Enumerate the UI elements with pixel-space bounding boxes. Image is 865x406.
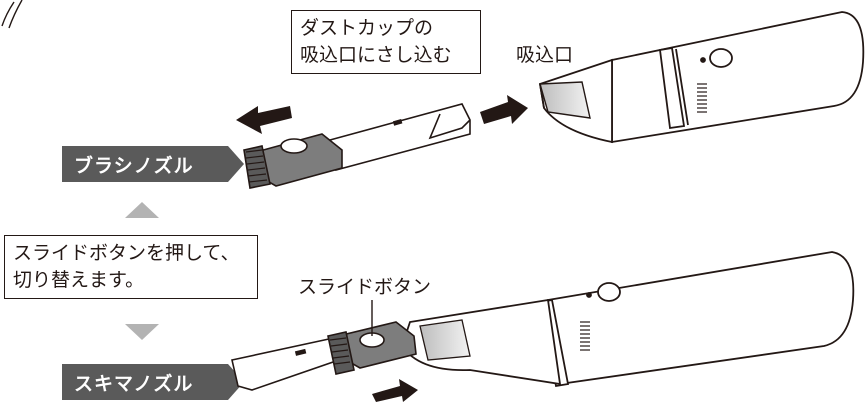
brush-nozzle-tag-bg bbox=[62, 146, 244, 182]
switch-callout-line2: 切り替えます。 bbox=[13, 269, 145, 291]
brush-nozzle-tag: ブラシノズル bbox=[62, 146, 244, 180]
brush-nozzle-assembly bbox=[243, 103, 471, 189]
switch-callout: スライドボタンを押して、 切り替えます。 bbox=[4, 235, 258, 299]
arrow-right-slide-icon bbox=[372, 379, 418, 402]
cleaner-body-top bbox=[538, 11, 865, 144]
intake-label: 吸込口 bbox=[516, 44, 574, 66]
crevice-nozzle-assembly bbox=[231, 321, 417, 391]
cleaner-body-bottom bbox=[401, 251, 855, 388]
switch-callout-line1: スライドボタンを押して、 bbox=[13, 242, 240, 264]
triangle-down-icon bbox=[125, 324, 159, 340]
dust-cup-callout-line2: 吸込口にさし込む bbox=[300, 44, 452, 66]
crevice-nozzle-tag-bg bbox=[62, 364, 244, 400]
crevice-nozzle-tag-text: スキマノズル bbox=[74, 373, 194, 395]
grille-bottom bbox=[580, 321, 590, 351]
corner-mark bbox=[1, 0, 23, 29]
arrow-left-pull-icon bbox=[236, 106, 292, 134]
dust-cup-callout: ダストカップの 吸込口にさし込む bbox=[291, 10, 481, 74]
arrow-right-insert-icon bbox=[480, 95, 528, 124]
brush-nozzle-tag-text: ブラシノズル bbox=[74, 155, 194, 177]
grille-top bbox=[697, 83, 707, 113]
crevice-nozzle-tag: スキマノズル bbox=[62, 364, 244, 398]
triangle-up-icon bbox=[125, 202, 159, 218]
dust-cup-callout-line1: ダストカップの bbox=[300, 17, 434, 39]
slide-button-label: スライドボタン bbox=[298, 276, 432, 298]
